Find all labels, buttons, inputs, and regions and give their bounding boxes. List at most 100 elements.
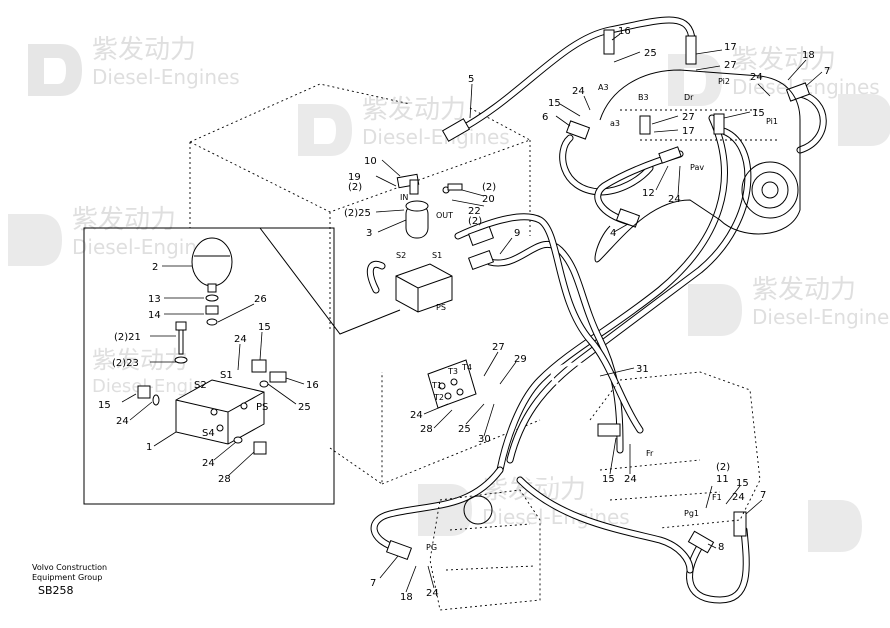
callout: 1 (146, 442, 152, 453)
leader-lines (121, 33, 823, 593)
label-pi2: Pi2 (718, 77, 730, 86)
callout: 6 (542, 112, 548, 123)
callout: 14 (148, 310, 161, 321)
label-a3-lower: a3 (610, 119, 620, 128)
label-pg1: Pg1 (684, 509, 699, 518)
callout: (2) (468, 216, 482, 227)
callout: 24 (668, 194, 681, 205)
label-pav: Pav (690, 163, 704, 172)
watermark-brand-cn: 紫发动力 (362, 95, 466, 125)
label-s4: S4 (202, 428, 215, 439)
inset-parts (137, 237, 287, 455)
callout: 24 (426, 588, 439, 599)
callout: 8 (718, 542, 724, 553)
watermark-brand-cn: 紫发动力 (72, 205, 176, 235)
callout: 3 (366, 228, 372, 239)
callout: 7 (370, 578, 376, 589)
watermark-brand-cn: 紫发动力 (92, 346, 188, 374)
watermark: 紫发动力 Diesel-Engines 紫发动力 Diesel-Engines … (8, 35, 890, 552)
watermark-brand-cn: 紫发动力 (732, 45, 836, 75)
callout: 18 (802, 50, 815, 61)
callout: 24 (572, 86, 585, 97)
watermark-brand-cn: 紫发动力 (752, 275, 856, 305)
label-s1-small: S1 (432, 251, 442, 260)
callout: 17 (724, 42, 737, 53)
watermark-brand-en: Diesel-Engines (752, 305, 890, 329)
callout: 15 (736, 478, 749, 489)
label-s2: S2 (194, 380, 207, 391)
callout: 20 (482, 194, 495, 205)
callout: 15 (98, 400, 111, 411)
callout: (2) (716, 462, 730, 473)
pilot-valve-unit (395, 179, 463, 313)
watermark-text: 紫发动力 Diesel-Engines 紫发动力 Diesel-Engines … (72, 35, 890, 529)
callout: 29 (514, 354, 527, 365)
callout: 24 (410, 410, 423, 421)
watermark-brand-cn: 紫发动力 (92, 35, 196, 65)
callout: (2)25 (344, 208, 371, 219)
callout: 26 (254, 294, 267, 305)
callout: 24 (202, 458, 215, 469)
callout: 9 (514, 228, 520, 239)
label-t3: T3 (447, 367, 458, 376)
callout: 4 (610, 228, 616, 239)
label-b3: B3 (638, 93, 649, 102)
callout: 27 (682, 112, 695, 123)
drawing-footer: Volvo Construction Equipment Group SB258 (32, 563, 107, 597)
label-t4: T4 (461, 363, 472, 372)
callout: 2 (152, 262, 158, 273)
label-out: OUT (436, 211, 453, 220)
callout: 28 (420, 424, 433, 435)
callout: 13 (148, 294, 161, 305)
label-ps: PS (256, 402, 268, 413)
hose-network (366, 16, 827, 604)
component-labels: IN OUT S2 S1 PS S2 S1 PS S4 T1 T2 T3 T4 … (194, 77, 778, 552)
callout: 7 (760, 490, 766, 501)
callout: 24 (624, 474, 637, 485)
travel-motor (429, 489, 541, 611)
drawing-code: SB258 (38, 584, 74, 597)
callout: 11 (716, 474, 729, 485)
main-pump (594, 69, 801, 263)
label-t1: T1 (431, 381, 442, 390)
callout: (2)21 (114, 332, 141, 343)
watermark-brand-en: Diesel-Engines (362, 125, 510, 149)
callout: 19 (348, 172, 361, 183)
label-ps-small: PS (436, 303, 446, 312)
callout: 15 (548, 98, 561, 109)
callout: 24 (116, 416, 129, 427)
callout: 16 (618, 26, 631, 37)
company-line-2: Equipment Group (32, 573, 102, 582)
callout: 24 (732, 492, 745, 503)
callout: 25 (298, 402, 311, 413)
label-dr: Dr (684, 93, 694, 102)
detail-inset-box (83, 227, 401, 505)
callout: 27 (492, 342, 505, 353)
callout: (2)23 (112, 358, 139, 369)
label-s2-small: S2 (396, 251, 406, 260)
callout: 22 (468, 206, 481, 217)
callout: 15 (258, 322, 271, 333)
callout: (2) (482, 182, 496, 193)
terminal-plate (427, 359, 477, 409)
label-pg: PG (426, 543, 437, 552)
callout: 17 (682, 126, 695, 137)
callout: 12 (642, 188, 655, 199)
callout: 7 (824, 66, 830, 77)
callout: 24 (234, 334, 247, 345)
callout: 25 (458, 424, 471, 435)
callout: 24 (750, 72, 763, 83)
label-t2: T2 (433, 393, 444, 402)
callout-numbers: 16 25 17 27 18 7 5 24 24 15 6 27 17 15 1… (98, 26, 830, 603)
callout: 27 (724, 60, 737, 71)
callout: 25 (644, 48, 657, 59)
callout: 15 (752, 108, 765, 119)
callout: 10 (364, 156, 377, 167)
label-in: IN (400, 193, 408, 202)
watermark-brand-en: Diesel-Engines (92, 65, 240, 89)
label-s1: S1 (220, 370, 233, 381)
callout: 31 (636, 364, 649, 375)
callout: 18 (400, 592, 413, 603)
company-line-1: Volvo Construction (32, 563, 107, 572)
